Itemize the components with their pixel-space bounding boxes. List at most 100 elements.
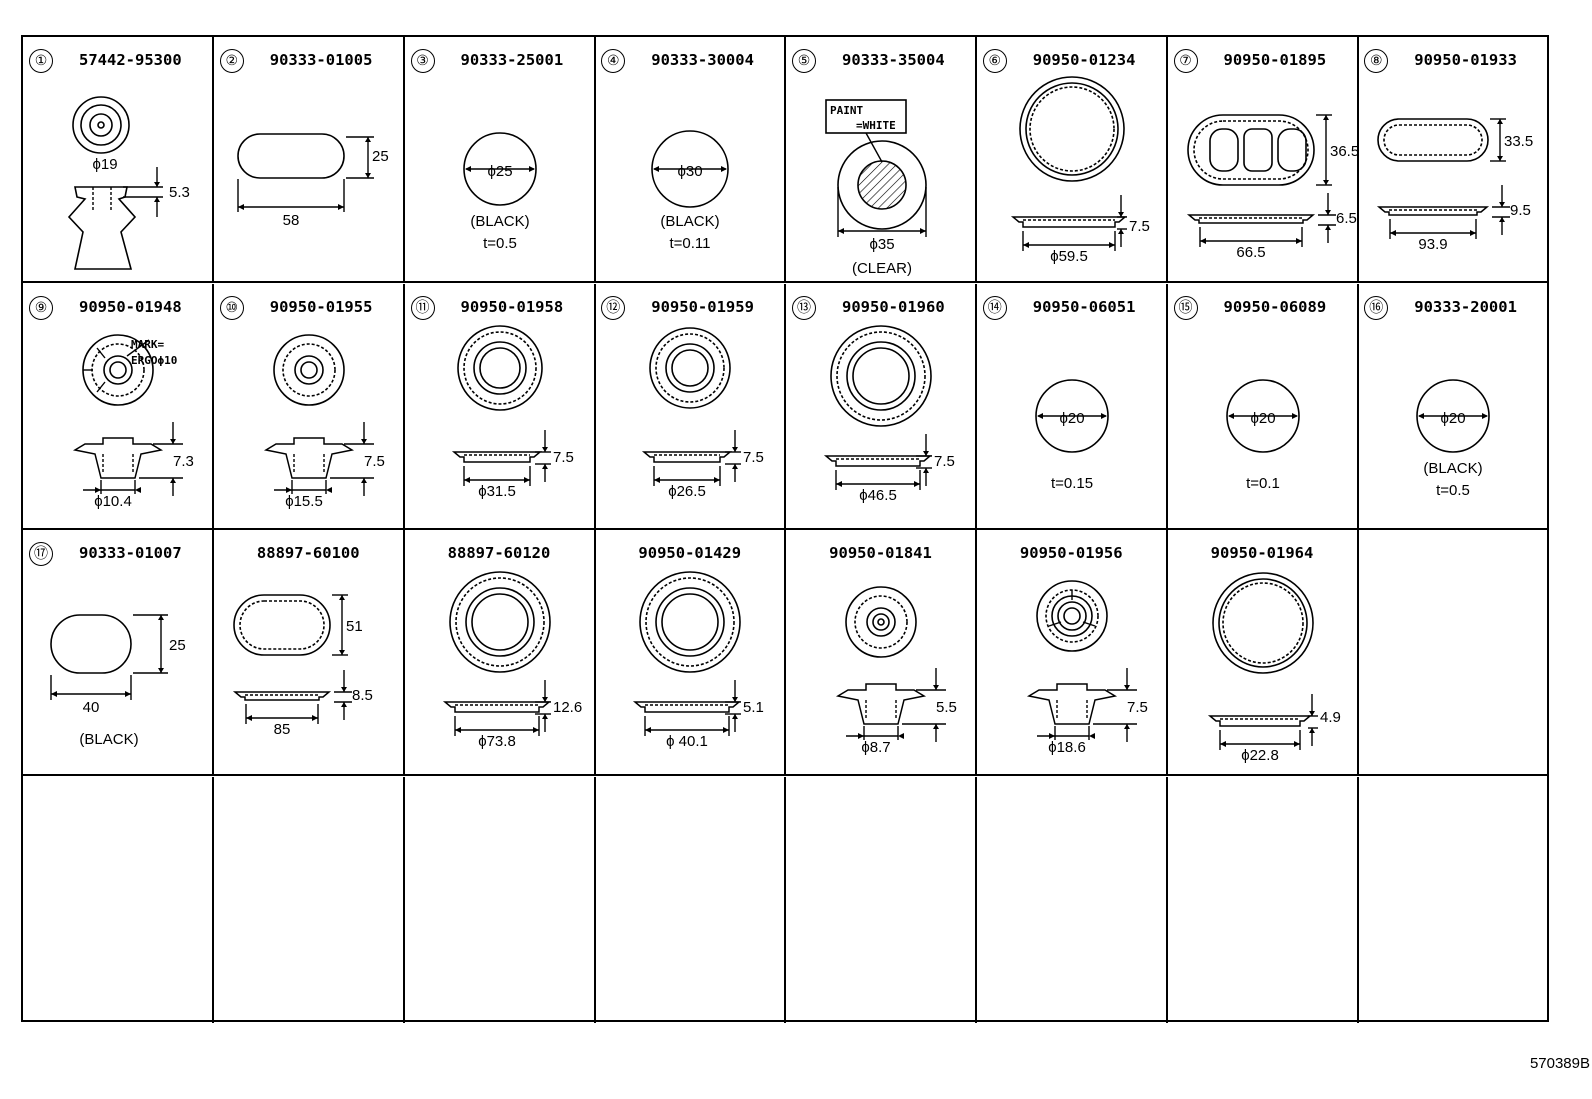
dim-label: 7.5: [934, 453, 955, 470]
part-drawing: ϕ30(BLACK)t=0.11: [651, 130, 730, 252]
part-drawing: 5.1 ϕ 40.1: [633, 571, 764, 750]
item-number: ⑤: [792, 49, 816, 73]
item-number: ⑫: [601, 295, 626, 320]
dim-label: 7.5: [743, 449, 764, 466]
part-number: 90950-06089: [1223, 297, 1327, 316]
dim-label: 33.5: [1504, 133, 1533, 150]
dim-label: ϕ35: [869, 236, 894, 253]
note-label: t=0.5: [483, 235, 517, 252]
dim-label: 9.5: [1510, 202, 1531, 219]
dim-label: ϕ 40.1: [666, 733, 708, 750]
item-number: ⑮: [1173, 295, 1198, 320]
item-number: ⑥: [982, 49, 1007, 73]
item-number: ⑦: [1173, 49, 1198, 73]
item-number: ③: [410, 49, 435, 73]
note-label: t=0.1: [1246, 475, 1280, 492]
item-number: ⑰: [29, 542, 53, 566]
dim-label: 12.6: [553, 699, 582, 716]
callout-mark: MARK=: [131, 338, 164, 351]
empty-cell: [786, 776, 977, 1023]
part-drawing: 33.59.593.9: [1377, 118, 1533, 253]
dim-label: 85: [273, 721, 290, 738]
empty-cell: [1168, 776, 1359, 1023]
dim-label: 4.9: [1320, 709, 1341, 726]
part-number: 90333-25001: [460, 51, 564, 69]
dim-label: 7.5: [364, 453, 385, 470]
note-label: (CLEAR): [852, 260, 912, 277]
callout-paint: PAINT: [830, 104, 863, 117]
part-drawing: 4.9 ϕ22.8: [1207, 572, 1341, 764]
item-number: ⑪: [410, 295, 435, 320]
part-cell: ⑭ 90950-06051 ϕ20 t=0.15: [976, 283, 1168, 530]
dim-label: 5.1: [743, 699, 764, 716]
item-number: ④: [601, 49, 626, 73]
part-drawing: 7.5 ϕ15.5: [263, 333, 385, 510]
note-label: t=0.15: [1051, 475, 1093, 492]
dim-label: 8.5: [352, 687, 373, 704]
part-diagram: 5.1 ϕ 40.1: [633, 571, 764, 750]
part-number: 90950-01948: [79, 297, 182, 316]
part-number: 90333-20001: [1414, 297, 1517, 316]
dim-label: ϕ15.5: [285, 493, 323, 510]
dim-label: ϕ25: [487, 163, 512, 180]
dim-label: ϕ20: [1059, 410, 1084, 427]
part-number: 90950-01955: [269, 297, 373, 316]
part-number: 88897-60120: [447, 544, 551, 562]
part-diagram: 7.5 ϕ46.5: [823, 324, 955, 504]
part-drawing: ϕ20 t=0.15: [1034, 378, 1109, 492]
part-number: 90950-01960: [842, 297, 945, 316]
dim-label: ϕ10.4: [94, 493, 132, 510]
item-number: ⑭: [982, 295, 1007, 320]
part-diagram: 518.585: [232, 594, 373, 738]
part-cell: 90950-01964 4.9 ϕ22.8: [1167, 530, 1359, 776]
part-drawing: ϕ25(BLACK)t=0.5: [462, 132, 537, 252]
part-number: 90950-01841: [829, 544, 932, 562]
item-number: ⑧: [1364, 49, 1389, 73]
part-diagram: ϕ25(BLACK)t=0.5: [462, 132, 537, 252]
note-label: (BLACK): [661, 213, 720, 230]
part-drawing: 7.5 ϕ46.5: [823, 324, 955, 504]
dim-label: ϕ46.5: [859, 487, 897, 504]
empty-cell: [405, 776, 596, 1023]
part-diagram: 7.5 ϕ59.5: [1010, 76, 1150, 265]
part-number: 90950-01964: [1210, 544, 1314, 562]
empty-cell: [977, 776, 1168, 1023]
empty-cell: [1358, 777, 1549, 1023]
note-label: (BLACK): [1424, 460, 1483, 477]
part-number: 90950-06051: [1032, 297, 1136, 316]
dim-label: ϕ31.5: [478, 483, 516, 500]
note-label: t=0.5: [1436, 482, 1470, 499]
part-diagram: 36.56.566.5: [1186, 114, 1359, 261]
dim-label: 7.5: [1129, 218, 1150, 235]
dim-label: ϕ22.8: [1241, 747, 1279, 764]
dim-label: 6.5: [1336, 210, 1357, 227]
dim-label: 66.5: [1236, 244, 1265, 261]
dim-label: ϕ59.5: [1050, 248, 1088, 265]
item-number: ⑯: [1364, 295, 1389, 320]
